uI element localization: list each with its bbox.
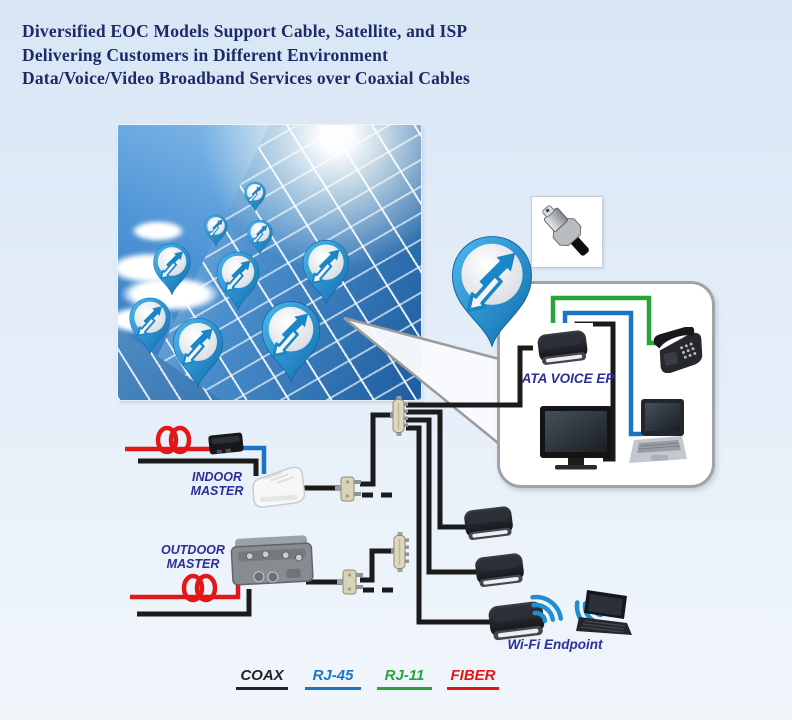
page-title: Diversified EOC Models Support Cable, Sa… [22,20,470,91]
big-location-pin-icon [450,234,534,348]
location-pin-icon [247,219,273,255]
ata-voice-ep-label: ATA VOICE EP [521,371,615,386]
tv-icon [540,406,612,470]
page-title-line: Diversified EOC Models Support Cable, Sa… [22,21,468,41]
legend-item-fiber: FIBER [447,667,499,690]
multitap-device [391,532,409,572]
splitter-device [335,476,361,502]
coax-connector-image [531,196,603,268]
multitap-device [390,396,408,436]
outdoor-master-label: OUTDOOR MASTER [158,543,228,571]
eoc-endpoint-device [463,505,515,541]
ata-voice-ep-device [536,329,589,366]
location-pin-icon [128,296,172,355]
wifi-laptop-icon [576,590,632,635]
splitter-device [337,569,363,595]
fiber-coil-icon [168,425,192,455]
coax-connector-icon [542,205,589,256]
location-pin-icon [243,181,267,212]
location-pin-icon [260,300,322,383]
location-pin-icon [152,242,192,296]
indoor-master-line2: MASTER [190,484,244,498]
desk-phone-icon [653,327,703,373]
cloud [132,221,184,241]
location-pin-icon [172,317,224,388]
location-pin-icon [216,250,260,311]
outdoor-master-line1: OUTDOOR [161,543,225,557]
legend-item-rj45: RJ-45 [305,667,361,690]
building-photo [118,125,421,400]
wifi-endpoint-label: Wi-Fi Endpoint [507,637,603,652]
indoor-master-line1: INDOOR [192,470,242,484]
indoor-master-device [252,466,306,508]
indoor-master-label: INDOOR MASTER [184,470,250,498]
location-pin-icon [204,214,228,247]
location-pins [128,181,350,388]
page-title-line: Delivering Customers in Different Enviro… [22,44,389,65]
location-pin-icon [302,239,350,305]
fiber-coil-icon [181,573,205,603]
legend-item-rj11: RJ-11 [377,667,432,690]
outdoor-master-line2: MASTER [166,557,220,571]
legend-item-coax: COAX [236,667,288,690]
fiber-coil-icon [194,573,218,603]
page-title-line: Data/Voice/Video Broadband Services over… [22,68,471,88]
outdoor-master-device [230,535,314,586]
media-converter-device [208,432,244,455]
fiber-coil-icon [155,425,179,455]
laptop-icon [629,399,687,463]
